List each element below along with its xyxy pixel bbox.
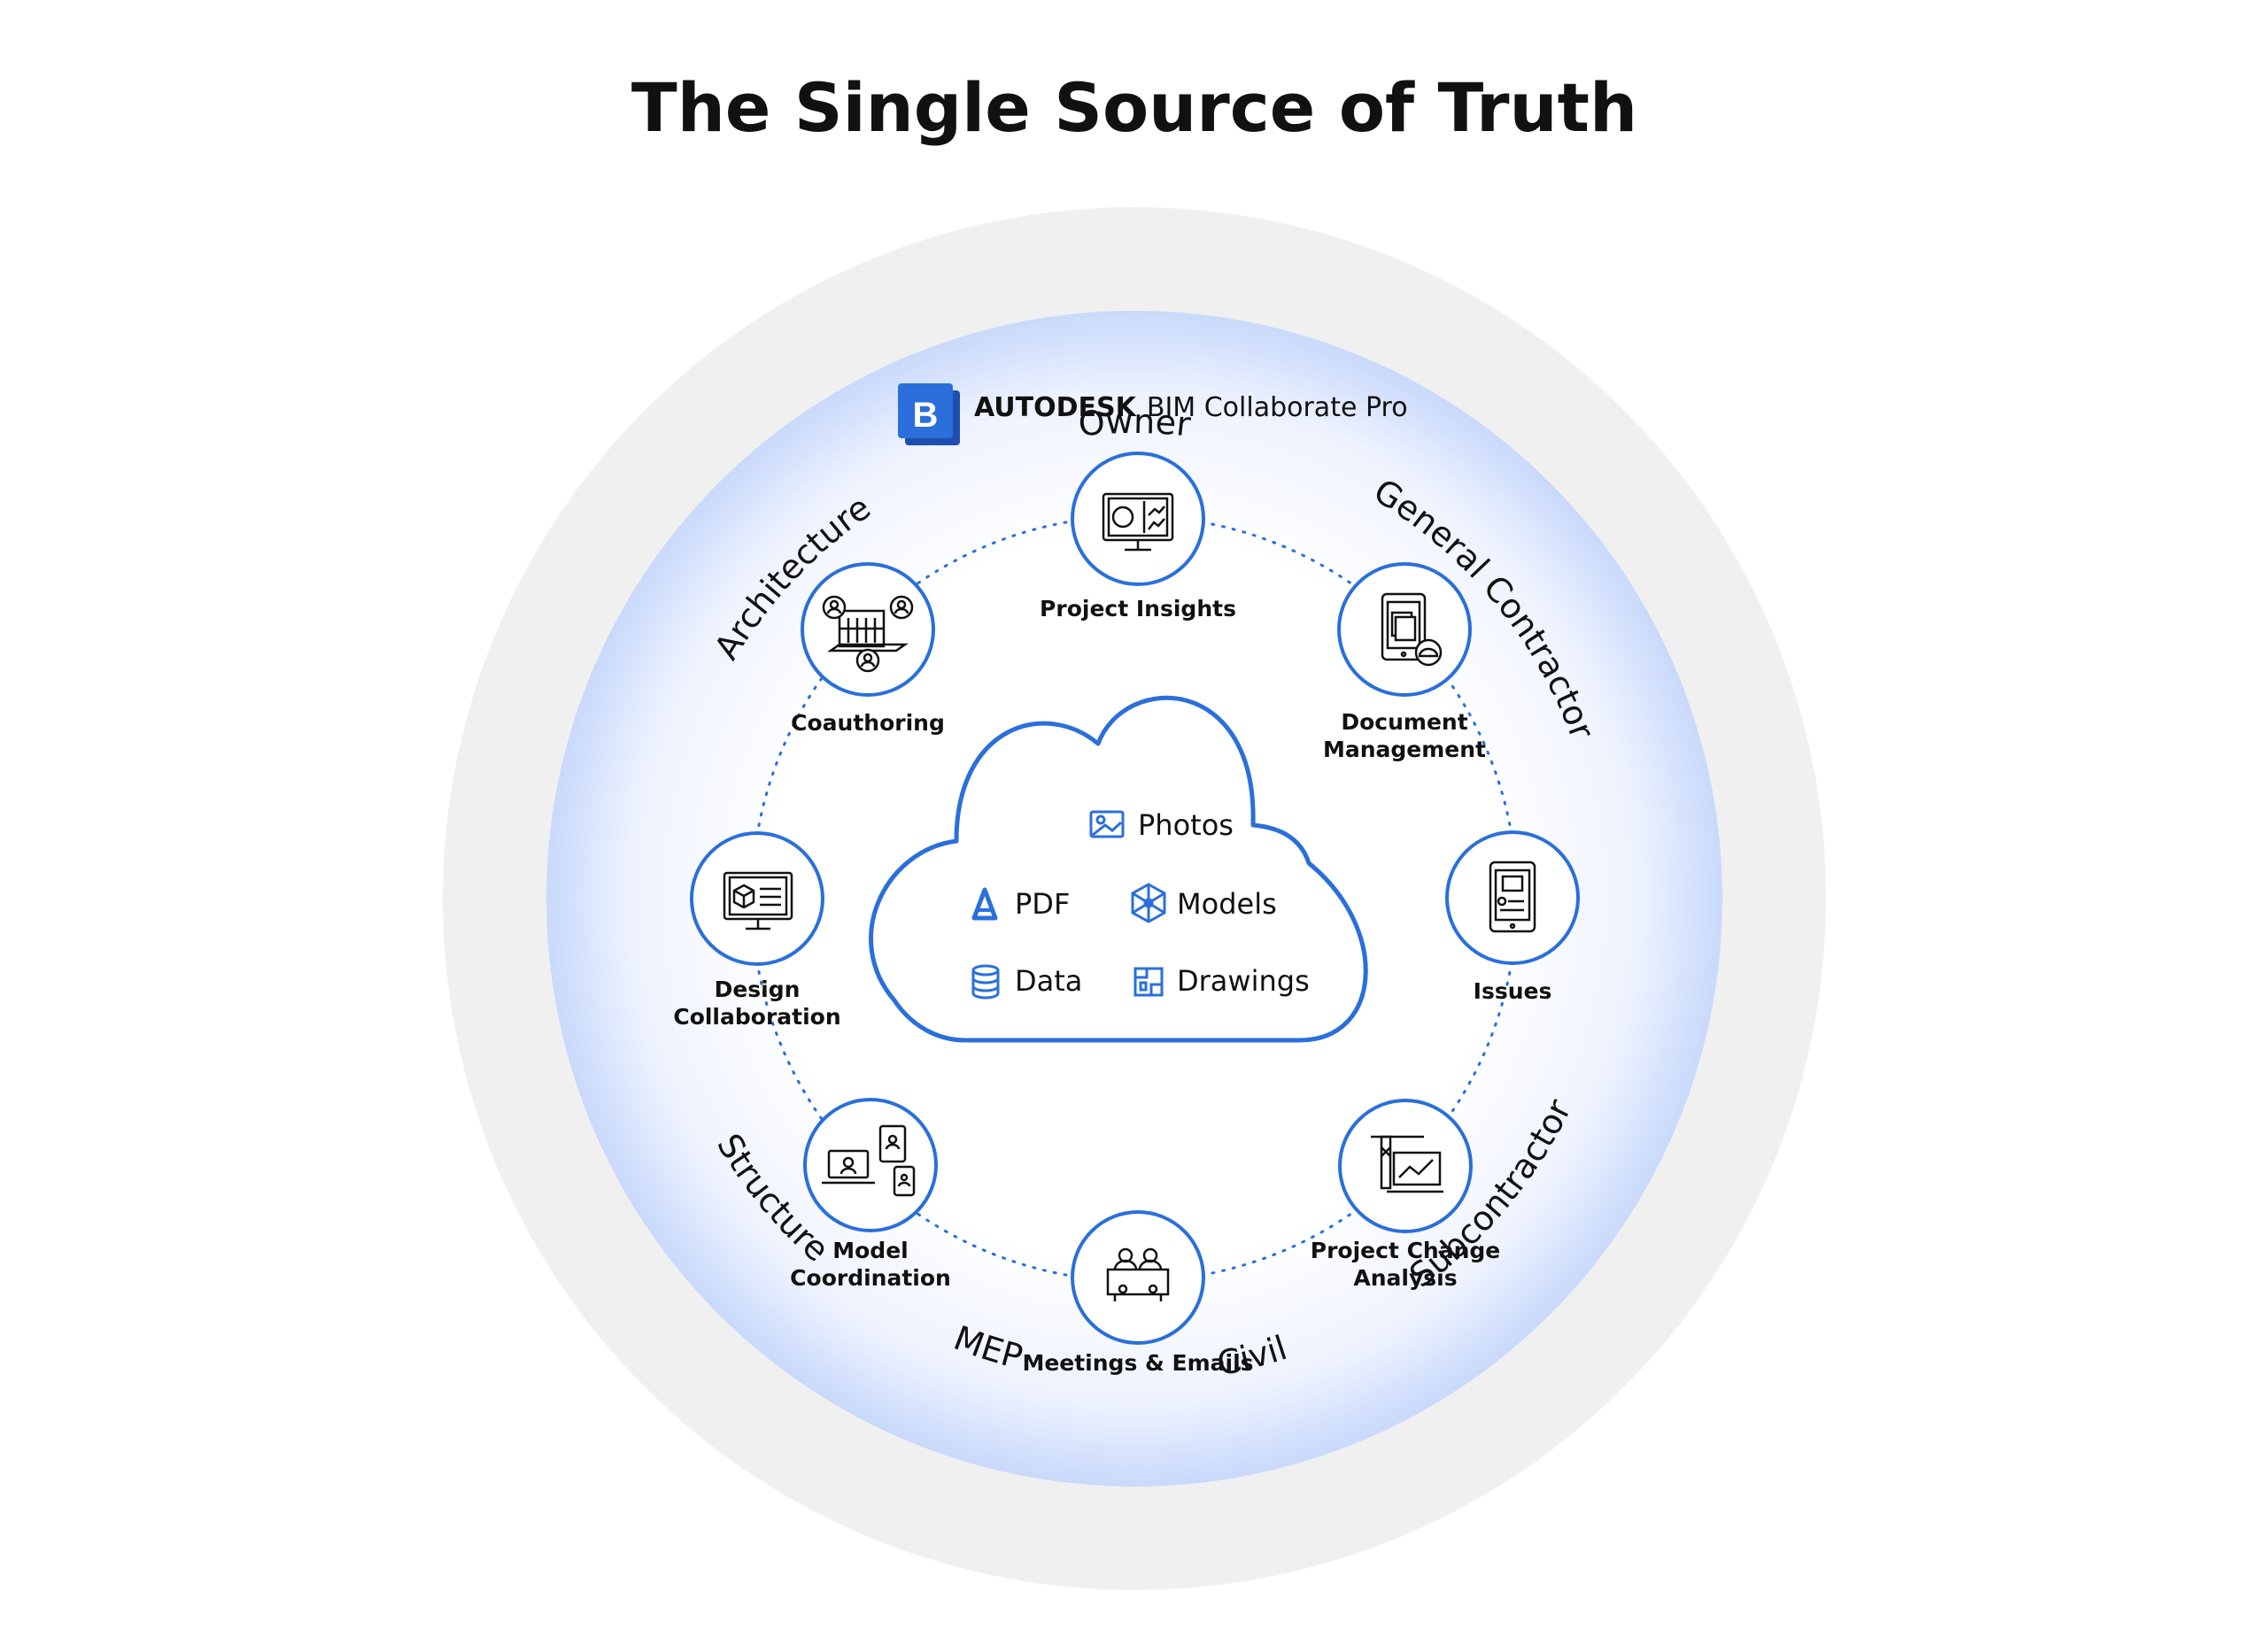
svg-text:Analysis: Analysis [1353, 1265, 1457, 1291]
capability-node-project-insights: Project Insights [1040, 452, 1236, 621]
database-icon [971, 964, 1000, 1000]
drawing-plan-icon [1134, 967, 1164, 997]
devices-people-icon [822, 1124, 916, 1197]
crane-drawing-icon [1371, 1135, 1443, 1193]
image-icon [1089, 810, 1125, 838]
monitor-dashboard-icon [1102, 492, 1174, 552]
tablet-issue-icon [1489, 861, 1536, 933]
capability-nodes: Project Insights Document Management [673, 452, 1580, 1376]
capability-node-issues: Issues [1445, 830, 1580, 1004]
svg-text:Models: Models [1177, 887, 1277, 921]
models-network-icon [1131, 883, 1166, 923]
svg-text:B: B [913, 396, 939, 435]
svg-text:Meetings & Emails: Meetings & Emails [1022, 1350, 1253, 1376]
svg-text:Management: Management [1323, 737, 1486, 762]
svg-text:Project Change: Project Change [1311, 1238, 1501, 1263]
svg-text:Collaboration: Collaboration [673, 1004, 840, 1030]
cloud-item-drawings: Drawings [1134, 964, 1310, 998]
central-data-cloud: Photos PDF Models [869, 695, 1368, 1043]
capability-node-project-change-analysis: Project Change Analysis [1311, 1099, 1501, 1291]
svg-text:Design: Design [715, 977, 801, 1002]
product-brand: B AUTODESK BIM Collaborate Pro [898, 383, 1408, 445]
capability-node-design-collaboration: Design Collaboration [673, 831, 841, 1030]
svg-text:Data: Data [1015, 964, 1082, 998]
svg-text:Drawings: Drawings [1177, 964, 1310, 998]
capability-node-document-management: Document Management [1323, 562, 1486, 762]
brand-wordmark: AUTODESK [974, 392, 1138, 423]
svg-text:Issues: Issues [1474, 978, 1552, 1004]
tablet-document-icon [1381, 592, 1443, 667]
meeting-people-icon [1106, 1247, 1170, 1301]
svg-text:Coordination: Coordination [790, 1265, 951, 1291]
capability-node-coauthoring: Coauthoring [791, 562, 945, 736]
svg-text:Document: Document [1341, 709, 1467, 735]
cloud-item-models: Models [1131, 883, 1277, 923]
page-title: The Single Source of Truth [631, 68, 1637, 147]
stakeholder-owner: Owner [1077, 402, 1193, 444]
building-people-icon [822, 595, 914, 673]
svg-text:Photos: Photos [1138, 808, 1234, 842]
svg-text:Project Insights: Project Insights [1040, 596, 1236, 621]
capability-node-model-coordination: Model Coordination [790, 1098, 951, 1291]
monitor-cube-icon [723, 871, 793, 930]
product-name: AUTODESK BIM Collaborate Pro [974, 392, 1408, 423]
cloud-item-pdf: PDF [971, 887, 1070, 921]
svg-text:PDF: PDF [1015, 887, 1070, 921]
svg-text:Model: Model [832, 1238, 908, 1263]
svg-text:Coauthoring: Coauthoring [791, 710, 945, 736]
pdf-icon [971, 887, 998, 921]
capability-node-meetings-emails: Meetings & Emails [1022, 1210, 1254, 1376]
cloud-item-data: Data [971, 964, 1082, 1000]
product-title: BIM Collaborate Pro [1147, 392, 1408, 423]
cloud-item-photos: Photos [1089, 808, 1234, 842]
bim-collaborate-logo-icon: B [898, 383, 960, 445]
